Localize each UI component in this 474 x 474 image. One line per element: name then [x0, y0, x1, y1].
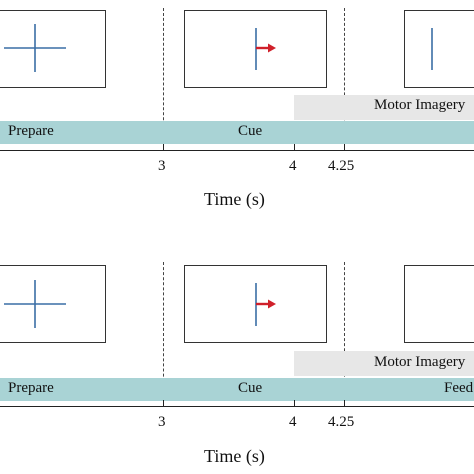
motor-imagery-bar	[294, 351, 474, 376]
motor-imagery-bar	[294, 95, 474, 120]
screen-fixation	[0, 10, 106, 88]
axis-title: Time (s)	[204, 446, 265, 466]
tick-3	[163, 400, 164, 406]
tick-label-3: 3	[158, 414, 166, 430]
screen-cue	[184, 10, 327, 88]
cue-label: Cue	[238, 123, 263, 139]
tick-label-3: 3	[158, 158, 166, 174]
marker-4-25s	[344, 262, 345, 407]
motor-imagery-label: Motor Imagery	[374, 97, 466, 113]
tick-label-4-25: 4.25	[328, 158, 355, 174]
marker-4-25s	[344, 8, 345, 150]
tick-4-25	[344, 400, 345, 406]
screen-feedback	[404, 265, 474, 343]
screen-motor	[404, 10, 474, 88]
prepare-label: Prepare	[8, 380, 54, 396]
time-axis	[0, 406, 474, 407]
motor-imagery-label: Motor Imagery	[374, 354, 466, 370]
time-axis	[0, 150, 474, 151]
tick-label-4-25: 4.25	[328, 414, 355, 430]
tick-4	[294, 144, 295, 150]
feedback-label: Feed	[444, 380, 474, 396]
marker-3s	[163, 262, 164, 407]
tick-label-4: 4	[289, 414, 297, 430]
cue-label: Cue	[238, 380, 263, 396]
tick-4-25	[344, 144, 345, 150]
marker-3s	[163, 8, 164, 150]
tick-label-4: 4	[289, 158, 297, 174]
tick-3	[163, 144, 164, 150]
prepare-cue-feedback-bar	[0, 378, 474, 401]
prepare-label: Prepare	[8, 123, 54, 139]
tick-4	[294, 400, 295, 406]
axis-title: Time (s)	[204, 189, 265, 209]
prepare-cue-bar	[0, 121, 474, 144]
